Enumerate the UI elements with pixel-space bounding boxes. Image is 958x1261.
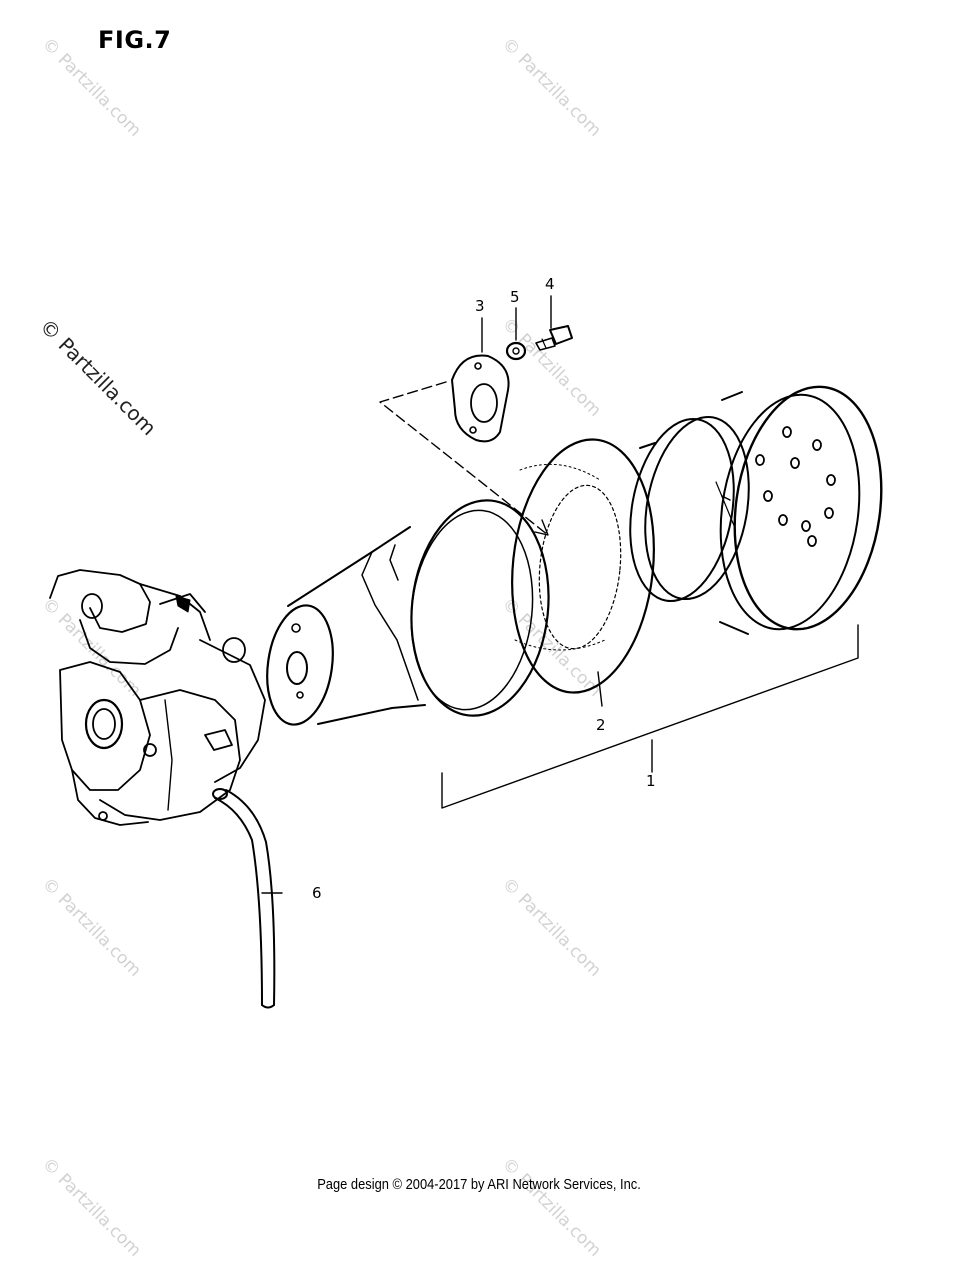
callout-1: 1 [646,772,656,790]
air-cleaner-case [266,499,550,726]
hose [212,788,276,1009]
leader-lines [261,295,603,894]
callout-5: 5 [510,288,520,306]
carburetor [49,569,266,826]
callout-3: 3 [475,297,485,315]
assembly-bracket [441,624,859,809]
watermark: © Partzilla.com [37,1154,145,1261]
washer [505,341,527,361]
callout-4: 4 [545,275,555,293]
filter-element [511,438,655,694]
footer-copyright: Page design © 2004-2017 by ARI Network S… [317,1176,641,1193]
callout-2: 2 [596,716,606,734]
figure-title: FIG.7 [98,26,172,54]
callout-6: 6 [312,884,322,902]
watermark: © Partzilla.com [497,1154,605,1261]
parts-diagram [49,295,883,1009]
filter-ring [629,415,750,603]
air-cleaner-cover [719,385,883,635]
gasket [451,354,510,443]
bolt [535,325,573,351]
